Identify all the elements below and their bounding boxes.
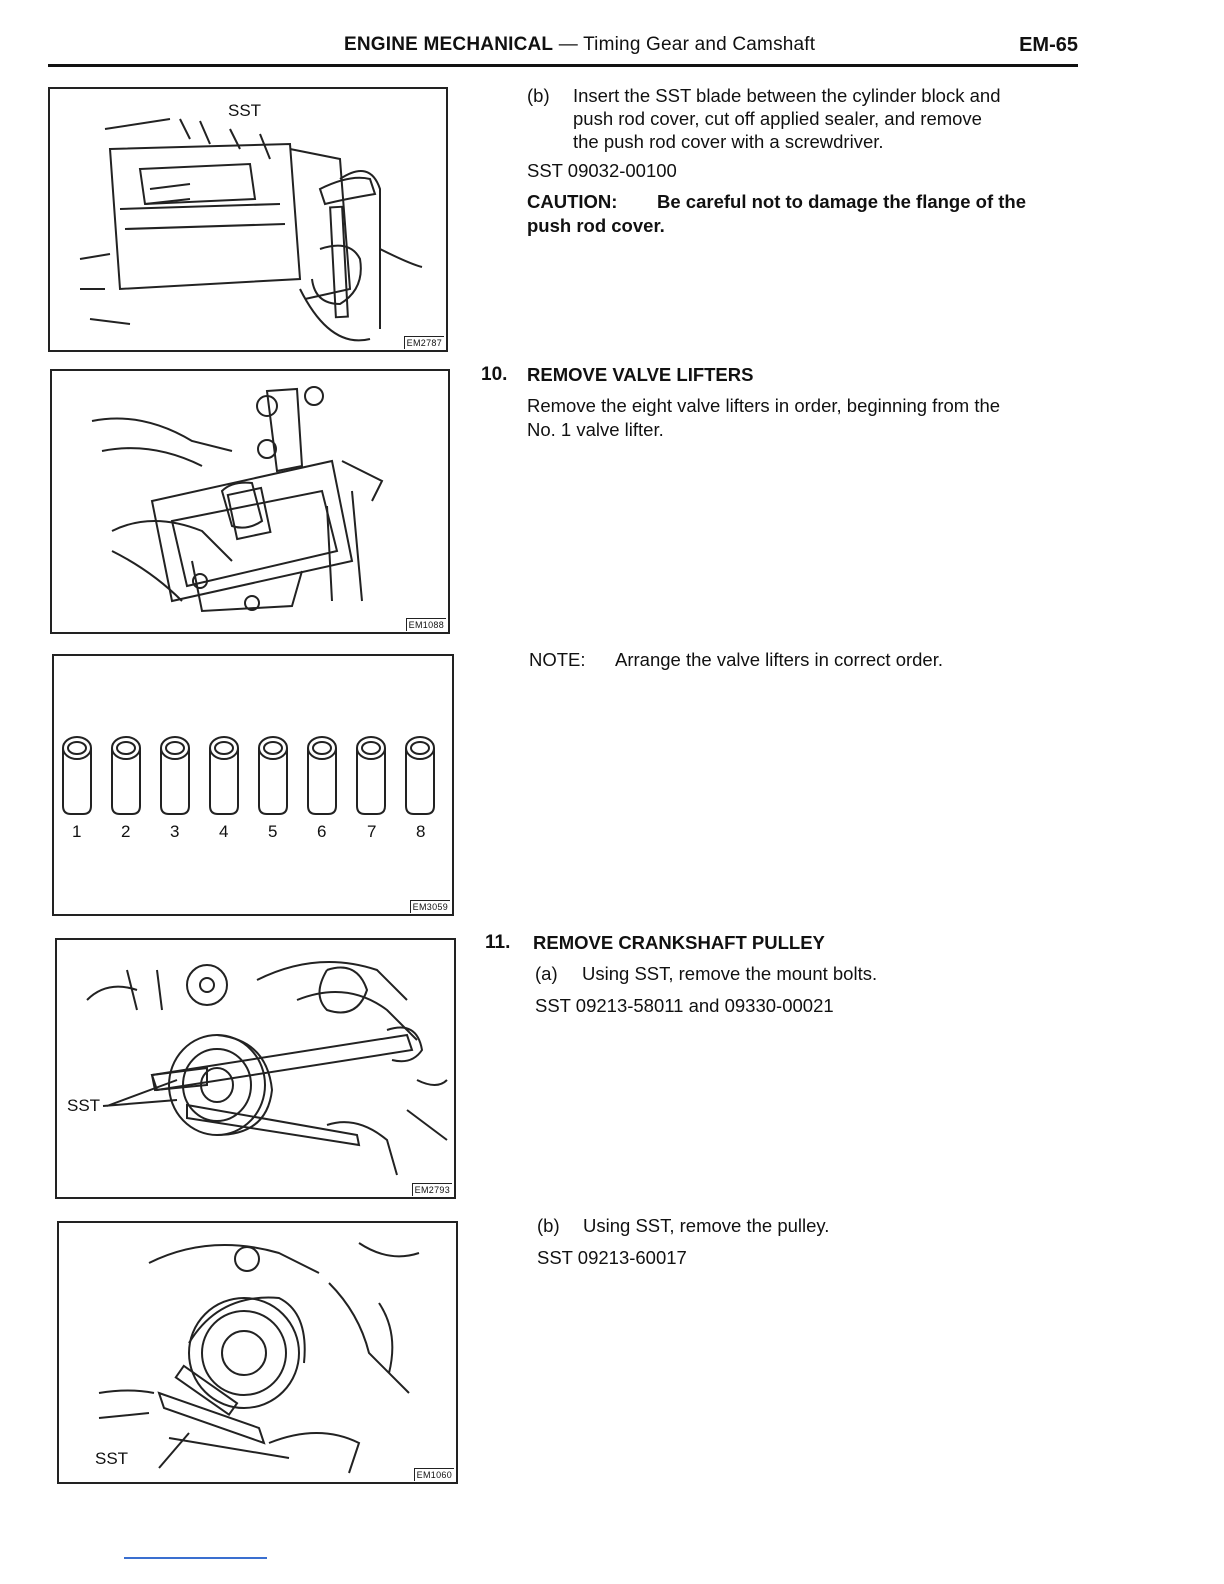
lifter-number: 2 (121, 822, 131, 841)
step-a-text: Using SST, remove the mount bolts. (582, 963, 878, 984)
step-text: Remove the eight valve lifters in order,… (527, 395, 1001, 416)
figure-code: EM1088 (405, 618, 446, 631)
lifter-2 (111, 736, 141, 815)
figure-crankshaft-pulley-puller: SST EM1060 (57, 1221, 458, 1484)
step-title: REMOVE VALVE LIFTERS (527, 364, 754, 385)
footer-link-underline[interactable] (124, 1557, 267, 1559)
note-text: Arrange the valve lifters in correct ord… (615, 649, 944, 670)
crankshaft-pulley-puller-illustration-icon (98, 1242, 420, 1474)
step-a-marker: (a) (535, 963, 558, 984)
figure-sst-label: SST (228, 101, 262, 120)
valve-lifters-order-illustration-icon (62, 736, 435, 815)
lifter-number: 6 (317, 822, 327, 841)
page-header: ENGINE MECHANICAL — Timing Gear and Cams… (48, 30, 1078, 66)
lifter-7 (356, 736, 386, 815)
push-rod-cover-removal-illustration-icon (79, 118, 423, 342)
caution-text: push rod cover. (527, 215, 665, 236)
figure-code: EM2787 (403, 336, 444, 349)
figure-code: EM3059 (409, 900, 450, 913)
figure-valve-lifter-removal: EM1088 (50, 369, 450, 634)
figure-sst-label: SST (95, 1449, 129, 1468)
note-label: NOTE: (529, 649, 586, 670)
lifter-number: 7 (367, 822, 377, 841)
lifter-number: 4 (219, 822, 229, 841)
lifter-8 (405, 736, 435, 815)
crankshaft-pulley-bolt-removal-illustration-icon (86, 961, 448, 1176)
step-b-line: push rod cover, cut off applied sealer, … (573, 108, 982, 129)
lifter-1 (62, 736, 92, 815)
header-dash: — (558, 34, 578, 55)
caution-text: Be careful not to damage the flange of t… (657, 191, 1027, 212)
step-a-sst: SST 09213-58011 and 09330-00021 (535, 995, 834, 1016)
page-number: EM-65 (1019, 34, 1078, 56)
header-rule (48, 64, 1078, 67)
figure-sst-label: SST (67, 1096, 101, 1115)
step-b-marker: (b) (537, 1215, 560, 1236)
lifter-3 (160, 736, 190, 815)
lifter-number: 5 (268, 822, 278, 841)
valve-lifter-removal-illustration-icon (91, 386, 384, 613)
header-section: ENGINE MECHANICAL (344, 34, 554, 55)
step-title: REMOVE CRANKSHAFT PULLEY (533, 932, 825, 953)
header-title: ENGINE MECHANICAL — Timing Gear and Cams… (344, 34, 815, 56)
figure-crankshaft-pulley-bolts: SST EM2793 (55, 938, 456, 1199)
step-text: No. 1 valve lifter. (527, 419, 664, 440)
lifter-number: 8 (416, 822, 426, 841)
step-b-marker: (b) (527, 85, 550, 106)
step-b-sst: SST 09032-00100 (527, 160, 677, 181)
step-b-line: Insert the SST blade between the cylinde… (573, 85, 1001, 106)
lifter-4 (209, 736, 239, 815)
lifter-6 (307, 736, 337, 815)
step-b-sst: SST 09213-60017 (537, 1247, 687, 1268)
step-number: 11. (485, 932, 511, 953)
lifter-number: 1 (72, 822, 82, 841)
figure-code: EM1060 (413, 1468, 454, 1481)
caution-label: CAUTION: (527, 191, 618, 212)
step-b-line: the push rod cover with a screwdriver. (573, 131, 884, 152)
figure-code: EM2793 (411, 1183, 452, 1196)
header-subsection: Timing Gear and Camshaft (583, 34, 816, 55)
lifter-5 (258, 736, 288, 815)
step-b-text: Using SST, remove the pulley. (583, 1215, 830, 1236)
figure-push-rod-cover: SST EM2787 (48, 87, 448, 352)
lifter-number: 3 (170, 822, 180, 841)
figure-valve-lifters-order: 1 2 3 4 5 6 7 8 EM3059 (52, 654, 454, 916)
step-number: 10. (481, 364, 508, 385)
